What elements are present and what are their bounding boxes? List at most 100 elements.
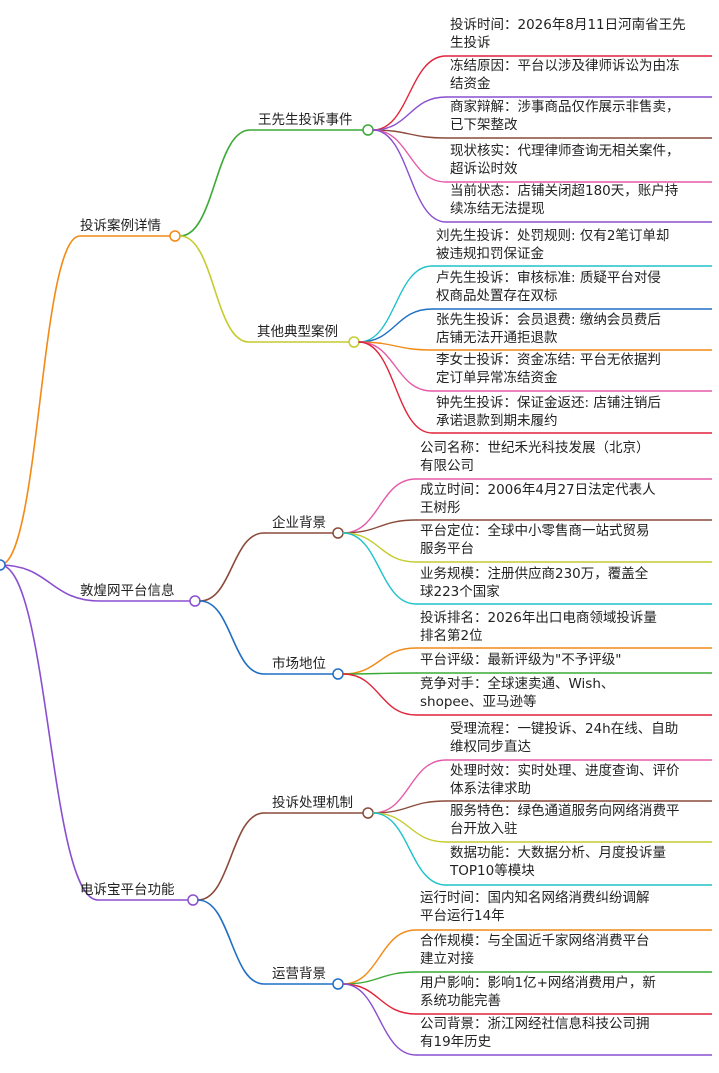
branch-label: 电诉宝平台功能	[80, 882, 175, 898]
leaf-text-line2: 超诉讼时效	[450, 161, 518, 177]
sub-label: 运营背景	[272, 966, 326, 982]
leaf-text-line2: 平台运行14年	[420, 908, 505, 924]
leaf-text-line2: 系统功能完善	[420, 993, 501, 1009]
branch-node[interactable]	[189, 595, 201, 607]
leaf-text-line2: 生投诉	[450, 35, 491, 51]
sub-label: 投诉处理机制	[272, 795, 353, 811]
leaf-text-line1: 合作规模：与全国近千家网络消费平台	[420, 933, 650, 949]
root-branch-line	[0, 564, 101, 602]
leaf-line	[342, 647, 417, 675]
leaf-text-line2: 续冻结无法提现	[450, 201, 545, 217]
root-node[interactable]	[0, 559, 6, 571]
leaf-text-line2: 定订单异常冻结资金	[436, 370, 558, 386]
leaf-text-line1: 投诉排名：2026年出口电商领域投诉量	[420, 610, 657, 626]
root-branch-line	[0, 564, 99, 901]
leaf-line	[372, 129, 447, 183]
leaf-text-line1: 竞争对手：全球速卖通、Wish、	[420, 676, 615, 692]
leaf-line	[342, 532, 417, 563]
sub-label: 市场地位	[272, 656, 326, 672]
leaf-text-line1: 公司背景：浙江网经社信息科技公司拥	[420, 1016, 650, 1032]
branch-label: 投诉案例详情	[80, 218, 161, 234]
leaf-text-line1: 冻结原因：平台以涉及律师诉讼为由冻	[450, 58, 680, 74]
leaf-line	[342, 983, 417, 1015]
leaf-line	[342, 929, 417, 985]
leaf-line	[358, 341, 433, 351]
leaf-text-line1: 数据功能：大数据分析、月度投诉量	[450, 845, 666, 861]
leaf-text-line1: 运行时间：国内知名网络消费纠纷调解	[420, 890, 650, 906]
leaf-text-line2: 排名第2位	[420, 628, 483, 644]
leaf-text-line1: 平台定位：全球中小零售商一站式贸易	[420, 523, 650, 539]
branch-label: 敦煌网平台信息	[80, 583, 175, 599]
leaf-text-line2: 结资金	[450, 76, 491, 92]
leaf-line	[342, 983, 417, 1056]
leaf-text-line2: 建立对接	[420, 951, 474, 967]
leaf-text-line1: 现状核实：代理律师查询无相关案件，	[450, 143, 680, 159]
leaf-line	[358, 341, 433, 392]
leaf-text-line1: 处理时效：实时处理、进度查询、评价	[450, 763, 680, 779]
sub-label: 王先生投诉事件	[258, 112, 353, 128]
leaf-text-line1: 公司名称：世纪禾光科技发展（北京）	[420, 440, 650, 456]
leaf-text-line1: 卢先生投诉：审核标准: 质疑平台对侵	[436, 270, 661, 286]
sub-label: 企业背景	[272, 515, 326, 531]
leaf-text-line2: 球223个国家	[420, 584, 500, 600]
branch-node[interactable]	[169, 230, 181, 242]
leaf-line	[372, 759, 447, 814]
sub-node[interactable]	[332, 668, 344, 680]
leaf-text-line1: 受理流程：一键投诉、24h在线、自助	[450, 721, 679, 737]
sub-branch-line	[179, 129, 251, 237]
sub-node[interactable]	[332, 978, 344, 990]
sub-branch-line	[197, 899, 265, 985]
leaf-text-line1: 刘先生投诉：处罚规则: 仅有2笔订单却	[436, 228, 670, 244]
leaf-text-line2: 台开放入驻	[450, 821, 518, 837]
leaf-text-line1: 平台评级：最新评级为"不予评级"	[420, 652, 622, 668]
leaf-line	[372, 129, 447, 139]
leaf-text-line1: 用户影响：影响1亿+网络消费用户，新	[420, 975, 656, 991]
leaf-text-line1: 商家辩解：涉事商品仅作展示非售卖，	[450, 99, 680, 115]
leaf-text-line1: 李女士投诉：资金冻结: 平台无依据判	[436, 352, 661, 368]
leaf-text-line1: 钟先生投诉：保证金返还: 店铺注销后	[436, 395, 661, 411]
leaf-text-line2: 承诺退款到期未履约	[436, 413, 558, 429]
leaf-text-line2: 有19年历史	[420, 1034, 492, 1050]
branch-node[interactable]	[187, 894, 199, 906]
sub-node[interactable]	[348, 336, 360, 348]
leaf-line	[372, 812, 447, 843]
leaf-text-line1: 投诉时间：2026年8月11日河南省王先	[450, 17, 686, 33]
leaf-line	[372, 129, 447, 223]
leaf-line	[342, 672, 417, 675]
leaf-text-line1: 张先生投诉：会员退费: 缴纳会员费后	[436, 312, 661, 328]
sub-node[interactable]	[362, 807, 374, 819]
leaf-text-line2: 权商品处置存在双标	[436, 288, 558, 304]
leaf-text-line2: 维权同步直达	[450, 739, 531, 755]
leaf-text-line2: 体系法律求助	[450, 781, 531, 797]
leaf-line	[358, 265, 433, 343]
leaf-line	[342, 519, 417, 534]
sub-branch-line	[199, 532, 265, 602]
leaf-line	[358, 341, 433, 434]
leaf-text-line2: 店铺无法开通拒退款	[436, 330, 558, 346]
sub-label: 其他典型案例	[257, 324, 338, 340]
leaf-line	[372, 800, 447, 814]
leaf-line	[358, 308, 433, 343]
leaf-text-line2: 王树彤	[420, 500, 461, 516]
leaf-text-line1: 当前状态：店铺关闭超180天，账户持	[450, 183, 679, 199]
leaf-line	[372, 812, 447, 886]
leaf-text-line2: 服务平台	[420, 541, 474, 557]
sub-node[interactable]	[332, 527, 344, 539]
leaf-text-line1: 服务特色：绿色通道服务向网络消费平	[450, 803, 680, 819]
leaf-text-line1: 成立时间：2006年4月27日法定代表人	[420, 482, 656, 498]
sub-branch-line	[179, 235, 250, 343]
leaf-text-line2: 被违规扣罚保证金	[436, 246, 544, 262]
sub-node[interactable]	[362, 124, 374, 136]
leaf-text-line2: 已下架整改	[450, 117, 518, 133]
leaf-text-line2: shopee、亚马逊等	[420, 694, 537, 710]
leaf-line	[342, 478, 417, 534]
leaf-line	[342, 673, 417, 716]
leaf-line	[372, 55, 447, 131]
leaf-text-line2: TOP10等模块	[450, 863, 535, 879]
leaf-text-line2: 有限公司	[420, 458, 474, 474]
leaf-line	[342, 971, 417, 985]
leaf-line	[372, 96, 447, 131]
root-branch-line	[0, 235, 81, 566]
leaf-line	[342, 532, 417, 605]
